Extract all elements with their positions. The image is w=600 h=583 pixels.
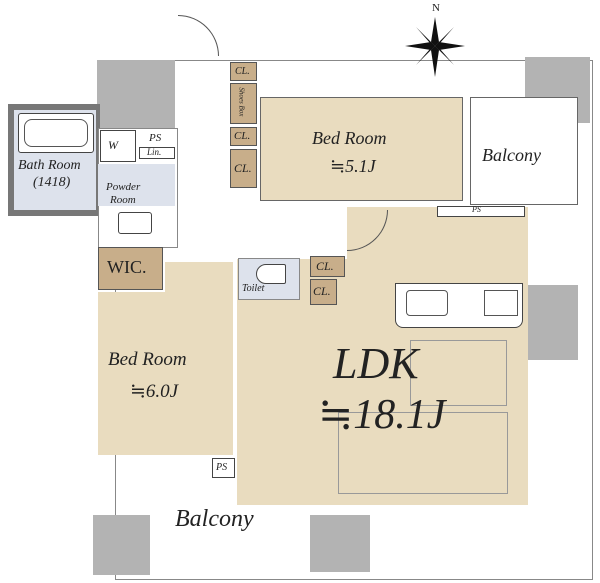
closet-label: CL. bbox=[234, 161, 252, 175]
closet-label: CL. bbox=[313, 284, 331, 298]
bed-room-1 bbox=[260, 97, 463, 201]
closet-label: CL. bbox=[235, 66, 250, 77]
closet-label: CL. bbox=[316, 259, 334, 273]
closet-label: CL. bbox=[234, 130, 251, 142]
compass-icon bbox=[405, 17, 465, 77]
bed-room-2-label: Bed Room bbox=[108, 349, 187, 370]
dining-area bbox=[410, 340, 507, 406]
hall bbox=[237, 207, 347, 259]
bed-room-2 bbox=[165, 262, 233, 294]
ps-bottom-label: PS bbox=[216, 462, 228, 473]
bath-room-size: (1418) bbox=[33, 175, 71, 190]
balcony-top bbox=[470, 97, 578, 205]
walk-in-closet bbox=[98, 247, 163, 290]
linen-label: Lin. bbox=[147, 147, 162, 157]
kitchen-counter bbox=[395, 283, 523, 328]
toilet-label: Toilet bbox=[242, 283, 265, 294]
living-area bbox=[338, 412, 508, 494]
toilet-bowl bbox=[256, 264, 286, 284]
powder-room-label: Room bbox=[110, 194, 136, 206]
bath-room-label: Bath Room bbox=[18, 158, 81, 173]
closet bbox=[310, 279, 337, 305]
bed-room-1-size: ≒5.1J bbox=[330, 156, 376, 176]
pillar bbox=[310, 515, 370, 572]
entrance-door bbox=[178, 15, 219, 56]
ps-right-label: PS bbox=[472, 205, 481, 214]
pillar bbox=[93, 515, 150, 575]
pillar bbox=[97, 60, 175, 128]
powder-room bbox=[98, 164, 175, 206]
shoes-box bbox=[230, 83, 257, 124]
wic-label: WIC. bbox=[107, 257, 147, 277]
ps-right bbox=[437, 206, 525, 217]
balcony-top-label: Balcony bbox=[482, 145, 541, 165]
washer-space bbox=[100, 130, 136, 162]
kitchen-sink bbox=[406, 290, 448, 316]
balcony-bottom-label: Balcony bbox=[175, 506, 254, 532]
pillar bbox=[528, 285, 578, 360]
sink bbox=[118, 212, 152, 234]
ldk-label: LDK bbox=[333, 339, 419, 388]
washer-label: W bbox=[108, 138, 118, 152]
linen-closet bbox=[139, 147, 175, 159]
bathtub bbox=[18, 113, 94, 153]
ps-bottom bbox=[212, 458, 235, 478]
closet bbox=[310, 256, 345, 277]
bed-room-2-size: ≒6.0J bbox=[130, 381, 179, 402]
closet bbox=[230, 62, 257, 81]
closet bbox=[230, 149, 257, 188]
compass-north-label: N bbox=[432, 2, 440, 14]
closet bbox=[230, 127, 257, 146]
bed-room-1-label: Bed Room bbox=[312, 128, 387, 148]
ldk-size: ≒18.1J bbox=[318, 392, 446, 438]
powder-room-label: Powder bbox=[106, 181, 141, 193]
ps-label: PS bbox=[149, 132, 162, 144]
stove bbox=[484, 290, 518, 316]
shoes-box-label: Shoes Box bbox=[237, 87, 246, 117]
bed-room-2 bbox=[98, 292, 233, 455]
